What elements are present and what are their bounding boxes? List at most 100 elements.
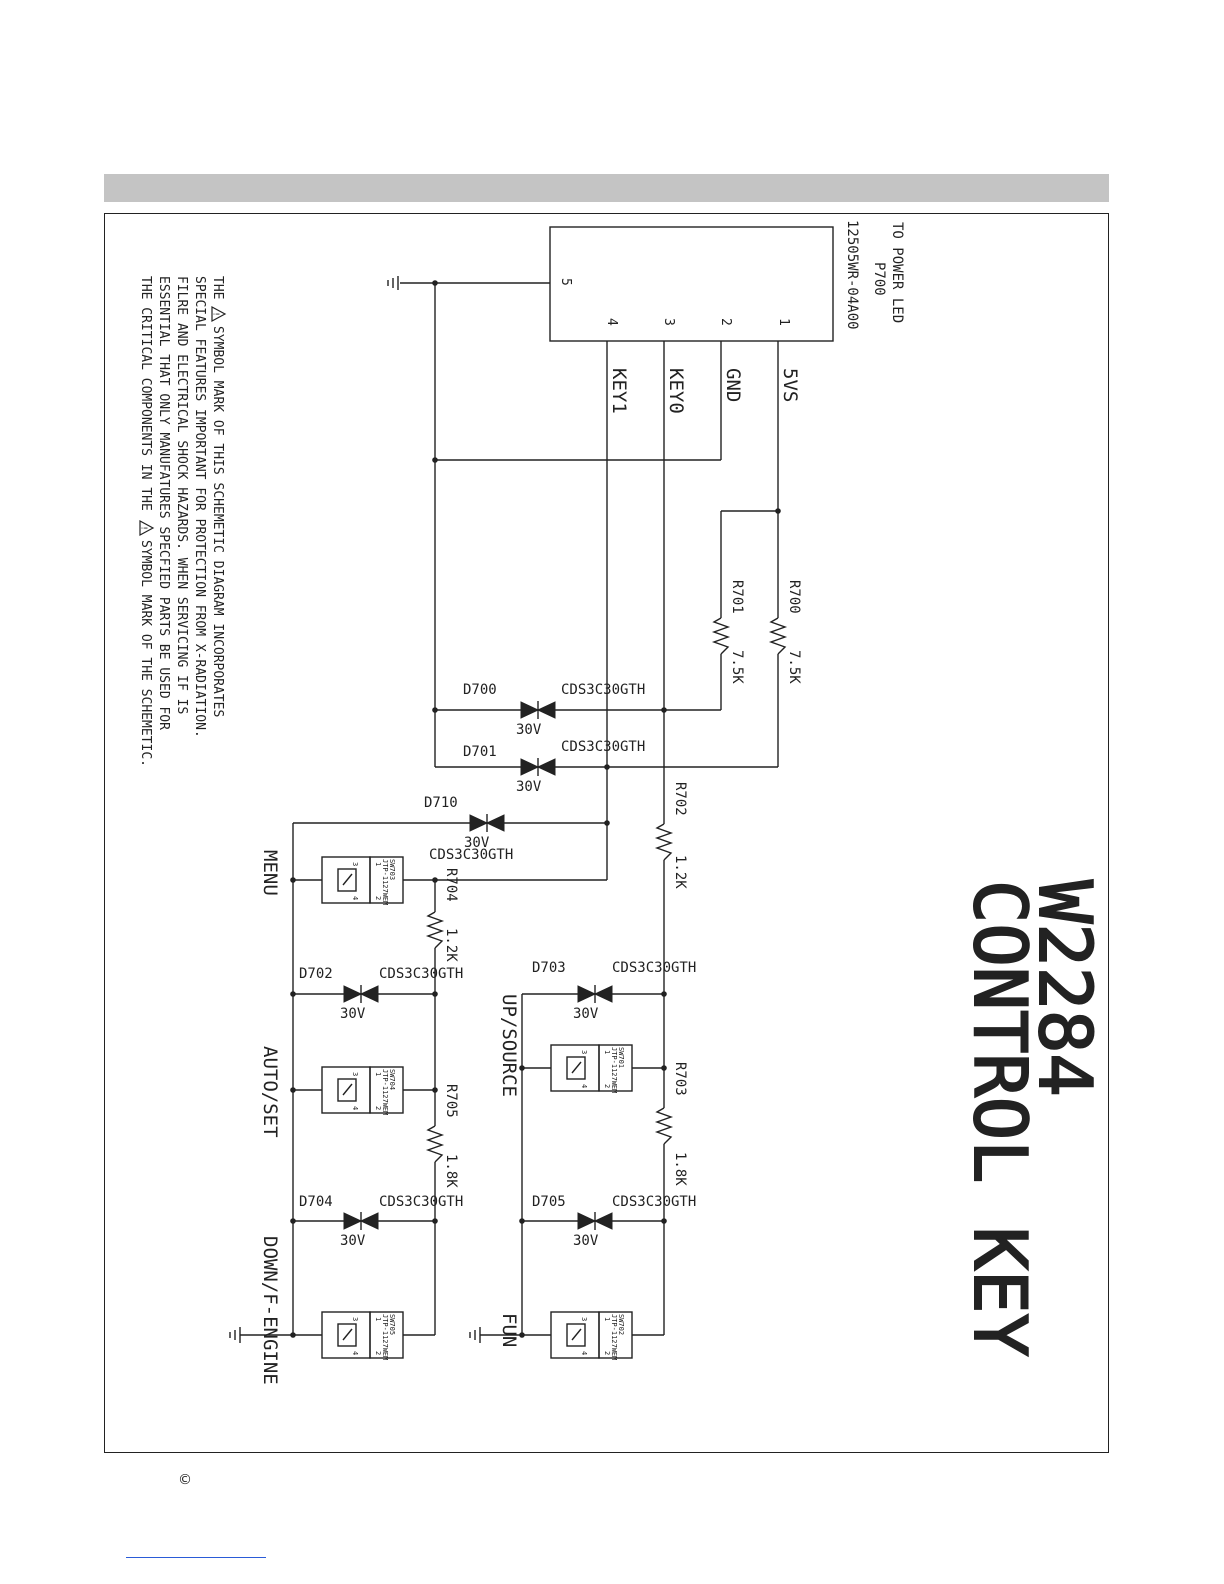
svg-text:1: 1 — [374, 862, 382, 866]
d705-ref: D705 — [532, 1194, 566, 1210]
d703-ref: D703 — [532, 960, 566, 976]
d710-value: 30V — [464, 835, 490, 851]
svg-text:3: 3 — [351, 1072, 359, 1076]
diode-d704 — [343, 1212, 379, 1230]
svg-text:THE CRITICAL COMPONENTS IN THE: THE CRITICAL COMPONENTS IN THE — [138, 276, 153, 511]
wires — [229, 276, 779, 1343]
header-bar — [104, 174, 1109, 202]
svg-text:SW703: SW703 — [388, 859, 396, 880]
svg-text:JTP-1127WEM: JTP-1127WEM — [381, 1069, 389, 1115]
pin-5: 5 — [558, 278, 573, 286]
svg-text:JTP-1127WEM: JTP-1127WEM — [381, 859, 389, 905]
r703-value: 1.8K — [672, 1152, 688, 1186]
r703-ref: R703 — [672, 1062, 688, 1096]
net-key1: KEY1 — [608, 368, 630, 414]
d704-part: CDS3C30GTH — [379, 1194, 463, 1210]
connector-part-label: 12505WR-04A00 — [844, 220, 860, 330]
svg-text:4: 4 — [351, 896, 359, 900]
svg-text:TO POWER LED: TO POWER LED — [889, 222, 905, 323]
svg-text:4: 4 — [351, 1106, 359, 1110]
diode-d710 — [469, 814, 505, 832]
svg-text:2: 2 — [603, 1351, 611, 1355]
copyright-icon: © — [178, 1472, 192, 1488]
pin-1: 1 — [776, 318, 791, 326]
r701-ref: R701 — [729, 580, 745, 614]
d700-value: 30V — [516, 722, 542, 738]
r705-ref: R705 — [443, 1084, 459, 1118]
svg-text:SPECIAL FEATURES IMPORTANT FOR: SPECIAL FEATURES IMPORTANT FOR PROTECTIO… — [192, 276, 207, 738]
svg-text:4: 4 — [580, 1351, 588, 1355]
d704-ref: D704 — [299, 1194, 333, 1210]
svg-text:1: 1 — [374, 1072, 382, 1076]
label-down-f-engine: DOWN/F-ENGINE — [259, 1236, 281, 1385]
d705-value: 30V — [573, 1233, 599, 1249]
label-menu: MENU — [259, 850, 281, 896]
pin-3: 3 — [661, 318, 676, 326]
diode-d702 — [343, 985, 379, 1003]
svg-text:3: 3 — [580, 1050, 588, 1054]
svg-text:2: 2 — [374, 1106, 382, 1110]
d710-ref: D710 — [424, 795, 458, 811]
net-5vs: 5VS — [779, 368, 801, 402]
r704-ref: R704 — [443, 868, 459, 902]
title-model: W2284 — [1022, 879, 1108, 1098]
safety-notes: THE SYMBOL MARK OF THIS SCHEMETIC DIAGRA… — [138, 276, 226, 767]
d702-part: CDS3C30GTH — [379, 966, 463, 982]
connector-ref-label: P700 — [871, 262, 887, 296]
svg-text:JTP-1127WEM: JTP-1127WEM — [610, 1314, 618, 1360]
svg-text:JTP-1127WEM: JTP-1127WEM — [610, 1047, 618, 1093]
d702-value: 30V — [340, 1006, 366, 1022]
svg-text:2: 2 — [603, 1084, 611, 1088]
label-up-source: UP/SOURCE — [498, 994, 520, 1097]
svg-text:3: 3 — [351, 862, 359, 866]
title-section: CONTROL KEY — [957, 879, 1043, 1358]
switch-sw704: SW704 JTP-1127WEM 3 4 1 2 — [321, 1066, 404, 1115]
svg-text:SW701: SW701 — [617, 1047, 625, 1068]
r700-ref: R700 — [786, 580, 802, 614]
net-gnd: GND — [722, 368, 744, 402]
switch-sw703: SW703 JTP-1127WEM 3 4 1 2 — [321, 856, 404, 905]
diode-d705 — [577, 1212, 613, 1230]
svg-text:4: 4 — [580, 1084, 588, 1088]
svg-text:1: 1 — [374, 1317, 382, 1321]
svg-text:P700: P700 — [871, 262, 887, 296]
d701-value: 30V — [516, 779, 542, 795]
diode-d701 — [520, 758, 556, 776]
svg-text:2: 2 — [374, 896, 382, 900]
svg-text:1: 1 — [603, 1050, 611, 1054]
label-fun: FUN — [498, 1313, 520, 1347]
d705-part: CDS3C30GTH — [612, 1194, 696, 1210]
svg-text:SYMBOL MARK OF THIS SCHEMETIC: SYMBOL MARK OF THIS SCHEMETIC DIAGRAM IN… — [210, 326, 225, 717]
svg-text:ESSENTIAL THAT ONLY MANUFATURE: ESSENTIAL THAT ONLY MANUFATURES SPECFIED… — [156, 276, 171, 730]
junction-dots — [290, 280, 781, 1338]
switch-sw701: SW701 JTP-1127WEM 3 4 1 2 — [550, 1044, 633, 1093]
svg-text:4: 4 — [351, 1351, 359, 1355]
d702-ref: D702 — [299, 966, 333, 982]
label-auto-set: AUTO/SET — [259, 1046, 281, 1138]
r701-value: 7.5K — [729, 650, 745, 684]
r702-value: 1.2K — [672, 855, 688, 889]
r702-ref: R702 — [672, 782, 688, 816]
svg-text:THE: THE — [210, 276, 225, 299]
svg-text:3: 3 — [351, 1317, 359, 1321]
pin-2: 2 — [718, 318, 733, 326]
svg-text:SW702: SW702 — [617, 1314, 625, 1335]
svg-text:FILRE AND ELECTRICAL SHOCK HAZ: FILRE AND ELECTRICAL SHOCK HAZARDS. WHEN… — [174, 276, 189, 714]
resistor-symbols — [425, 617, 788, 1163]
connector-p700: TO POWER LED P700 12505WR-04A00 1 2 3 4 … — [549, 220, 905, 342]
connector-dest-label: TO POWER LED — [889, 222, 905, 323]
d700-ref: D700 — [463, 682, 497, 698]
svg-text:2: 2 — [374, 1351, 382, 1355]
d703-part: CDS3C30GTH — [612, 960, 696, 976]
d703-value: 30V — [573, 1006, 599, 1022]
schematic-frame — [104, 213, 1109, 1453]
svg-text:W2284: W2284 — [1023, 880, 1107, 1097]
svg-text:SW705: SW705 — [388, 1314, 396, 1335]
svg-text:JTP-1127WEM: JTP-1127WEM — [381, 1314, 389, 1360]
r700-value: 7.5K — [786, 650, 802, 684]
r705-value: 1.8K — [443, 1154, 459, 1188]
diode-d700 — [520, 701, 556, 719]
pin-4: 4 — [604, 318, 619, 326]
footer-link-underline[interactable] — [126, 1557, 266, 1558]
switch-sw702: SW702 JTP-1127WEM 3 4 1 2 — [550, 1311, 633, 1360]
